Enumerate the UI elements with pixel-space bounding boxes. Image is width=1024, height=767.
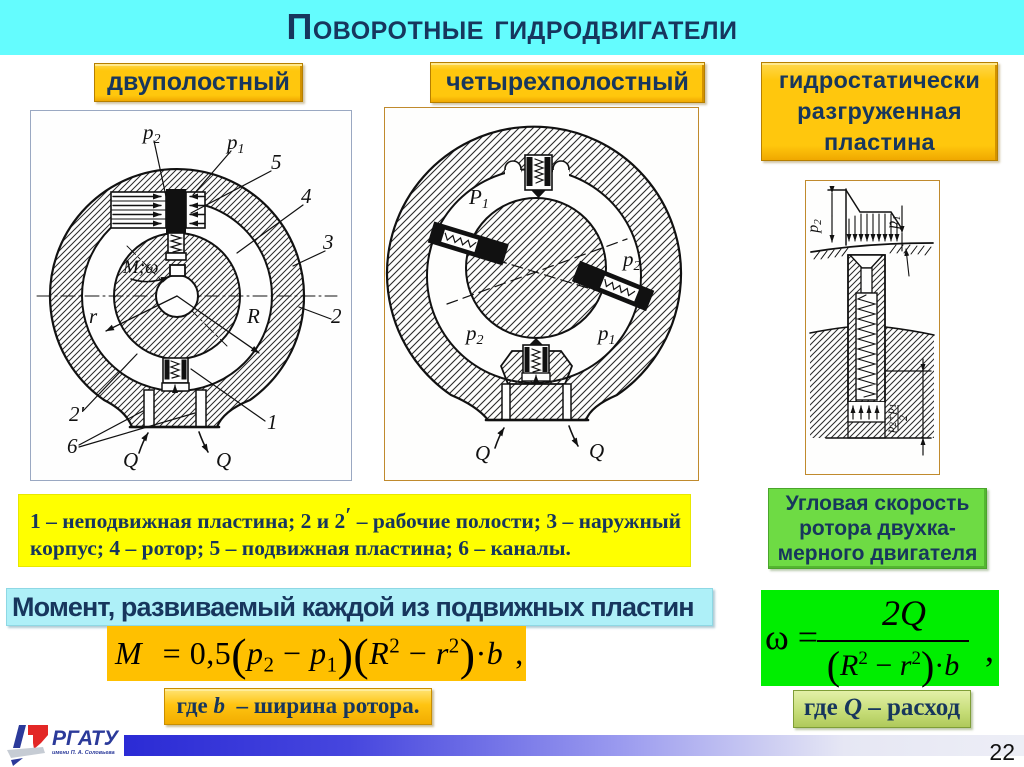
svg-text:p1: p1 (884, 215, 903, 230)
svg-text:2: 2 (896, 415, 910, 421)
svg-text:Q: Q (475, 441, 490, 465)
svg-text:r: r (89, 304, 98, 328)
svg-text:p2: p2 (806, 219, 824, 234)
svg-text:Q: Q (123, 448, 138, 472)
svg-text:Q: Q (589, 439, 604, 463)
svg-text:2: 2 (331, 304, 342, 328)
svg-text:1: 1 (267, 410, 278, 434)
svg-text:4: 4 (301, 184, 312, 208)
svg-text:РГАТУ: РГАТУ (52, 727, 120, 750)
svg-text:M;ω: M;ω (122, 257, 159, 278)
svg-text:имени П. А. Соловьева: имени П. А. Соловьева (52, 750, 115, 756)
svg-text:5: 5 (271, 150, 282, 174)
svg-text:2ʹ: 2ʹ (69, 402, 85, 426)
svg-text:R: R (246, 304, 260, 328)
svg-text:p2: p2 (141, 120, 161, 147)
svg-text:6: 6 (67, 434, 78, 458)
svg-text:p1: p1 (225, 130, 245, 157)
svg-text:Q: Q (216, 448, 231, 472)
svg-text:3: 3 (322, 230, 334, 254)
